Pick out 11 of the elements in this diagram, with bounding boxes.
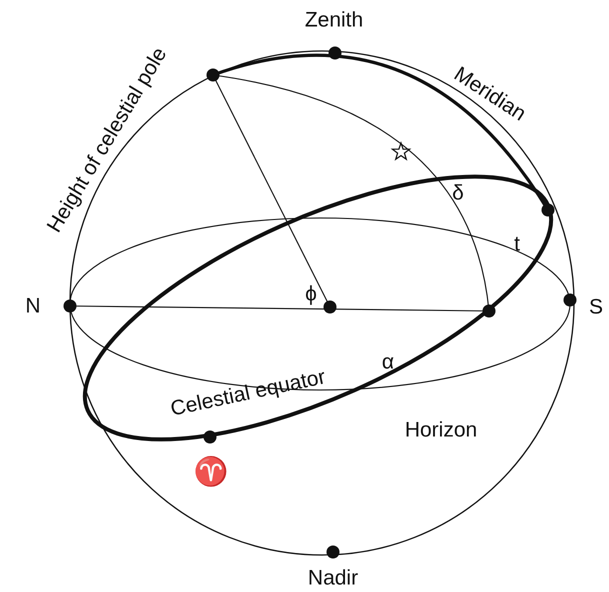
axis-label: S xyxy=(589,296,603,318)
axis-label: α xyxy=(382,352,394,372)
axis-label: Celestial equator xyxy=(168,366,328,420)
aries-symbol: ♈ xyxy=(194,458,228,486)
axis-label: N xyxy=(25,296,41,316)
axis-label: t xyxy=(514,234,520,254)
axis-label: Horizon xyxy=(404,420,478,440)
axis-label: Nadir xyxy=(308,568,358,588)
axis-label: ϕ xyxy=(305,284,317,304)
axis-label: Zenith xyxy=(304,10,364,30)
axis-label: δ xyxy=(452,182,464,204)
